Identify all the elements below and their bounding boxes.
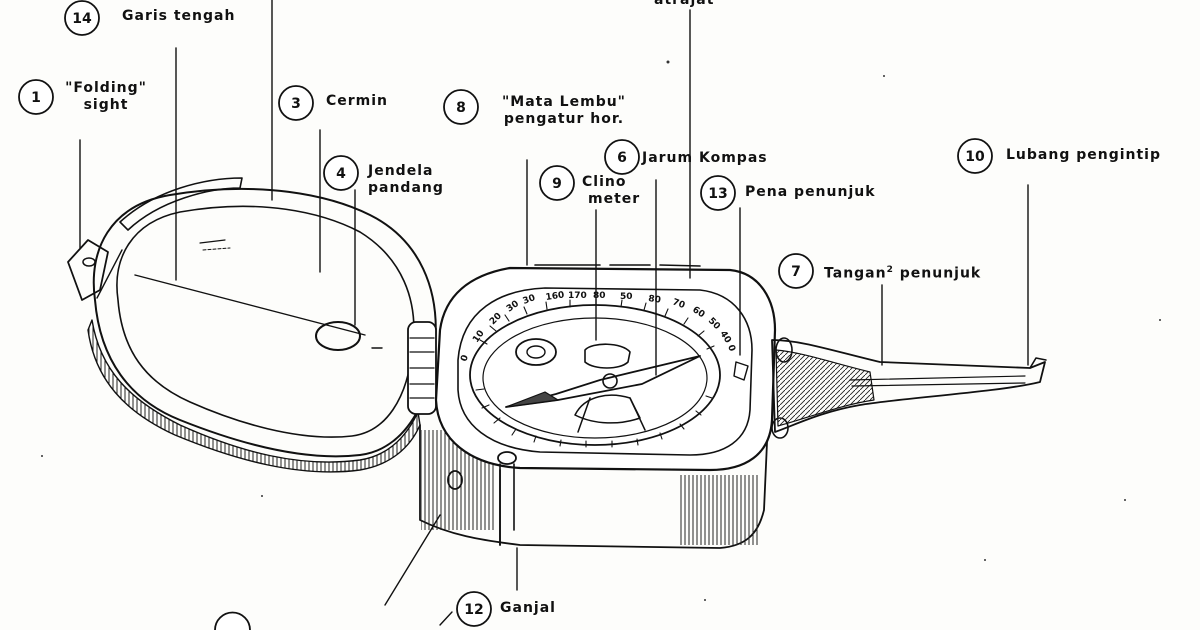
dial-scale-label: 80 — [648, 294, 662, 306]
callout-number-8: 8 — [456, 100, 466, 116]
label-garis-tengah: Garis tengah — [122, 8, 236, 24]
label-tangan-sup: 2 — [886, 265, 894, 275]
dial-scale-label: 0 — [725, 344, 737, 353]
dial-scale-label: 50 — [620, 292, 633, 302]
dial-scale-label: 170 — [568, 291, 587, 301]
label-top-cut: atrajat — [654, 0, 715, 8]
label-mata-lembu: "Mata Lembu" pengatur hor. — [484, 94, 644, 128]
label-tangan-text: Tangan — [824, 265, 887, 282]
callout-number-13: 13 — [708, 186, 727, 202]
callout-circle-12 — [456, 591, 492, 627]
callout-numbers: 14 1 3 4 8 6 9 13 10 7 12 — [31, 11, 985, 618]
callout-number-14: 14 — [72, 11, 92, 27]
compass-body — [419, 264, 777, 549]
label-ganjal: Ganjal — [500, 600, 556, 616]
dial-scale-label: 80 — [593, 291, 606, 301]
ganjal-peg — [447, 451, 517, 546]
callout-circle-13 — [700, 175, 736, 211]
leader-lines — [79, 0, 1029, 626]
label-clino-line2: meter — [588, 191, 641, 207]
label-folding-sight-line2: sight — [83, 97, 129, 113]
callout-circle-1 — [18, 79, 54, 115]
callout-circle-7 — [778, 253, 814, 289]
hinge — [407, 321, 437, 415]
pointer-arm — [771, 337, 1047, 439]
callout-number-3: 3 — [291, 96, 301, 112]
callout-circle-14 — [64, 0, 100, 36]
label-cermin: Cermin — [326, 93, 389, 109]
callout-number-1: 1 — [31, 90, 41, 106]
label-jendela-line1: Jendela — [368, 163, 434, 179]
label-tangan-penunjuk: Tangan2 penunjuk — [824, 262, 981, 283]
label-tangan-tail: penunjuk — [899, 265, 982, 282]
callout-circle-cut — [214, 611, 251, 630]
mirror-lid — [87, 177, 437, 473]
callout-number-6: 6 — [617, 150, 627, 166]
callout-circle-9 — [539, 165, 575, 201]
label-jarum-kompas: Jarum Kompas — [642, 150, 768, 166]
callout-circle-8 — [443, 89, 479, 125]
label-folding-sight-line1: "Folding" — [65, 80, 147, 96]
label-jendela-pandang: Jendela pandang — [368, 163, 444, 197]
callout-circle-4 — [323, 155, 359, 191]
callout-number-7: 7 — [791, 264, 801, 280]
label-clino-line1: Clino — [582, 174, 627, 190]
label-mata-lembu-line1: "Mata Lembu" — [502, 94, 626, 110]
label-lubang-pengintip: Lubang pengintip — [1006, 147, 1162, 163]
dial-scale: 0 10 20 30 30 160 170 80 50 80 70 60 50 … — [459, 290, 736, 363]
callout-number-12: 12 — [464, 602, 483, 618]
label-folding-sight: "Folding" sight — [56, 80, 156, 114]
label-pena-penunjuk: Pena penunjuk — [745, 184, 876, 200]
callout-circle-6 — [604, 139, 640, 175]
callout-number-10: 10 — [965, 149, 985, 165]
dial-scale-label: 160 — [545, 290, 565, 303]
label-mata-lembu-line2: pengatur hor. — [503, 111, 625, 127]
callout-circle-3 — [278, 85, 314, 121]
callout-number-4: 4 — [336, 166, 346, 182]
label-jendela-line2: pandang — [368, 180, 444, 196]
callout-circles — [18, 0, 993, 630]
dial-scale-label: 70 — [671, 297, 686, 311]
dial-scale-label: 0 — [459, 354, 471, 363]
callout-number-9: 9 — [552, 176, 562, 192]
dial-scale-label: 30 — [522, 293, 537, 307]
label-clinometer: Clino meter — [582, 174, 640, 208]
folding-sight — [67, 239, 123, 301]
callout-circle-10 — [957, 138, 993, 174]
